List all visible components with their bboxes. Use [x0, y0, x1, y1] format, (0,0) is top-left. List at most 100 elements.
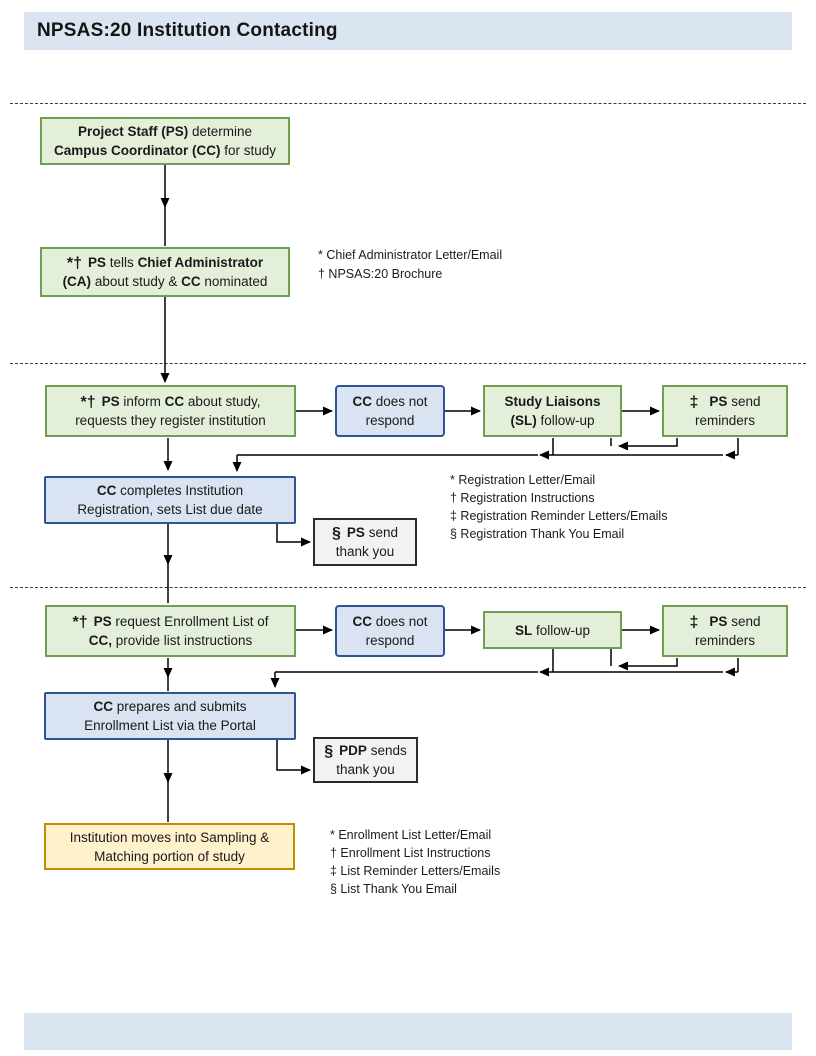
- flow-node-cc-no-respond-2: CC does not respond: [335, 605, 445, 657]
- text-segment: nominated: [200, 274, 268, 289]
- node-text-line: (CA) about study & CC nominated: [63, 272, 268, 291]
- text-segment: inform: [119, 394, 165, 409]
- footnote-line: * Chief Administrator Letter/Email: [318, 248, 503, 262]
- text-segment: completes Institution: [116, 483, 244, 498]
- node-text-line: SL follow-up: [515, 621, 590, 640]
- text-segment: SL: [514, 622, 533, 638]
- text-segment: Matching portion of study: [94, 848, 245, 864]
- node-text-line: reminders: [695, 631, 755, 650]
- footnote-block-registration: * Registration Letter/Email † Registrati…: [450, 471, 667, 543]
- text-segment: send: [727, 614, 761, 629]
- section-separator-2: [10, 363, 806, 364]
- flow-node-ps-inform-cc: *† PS inform CC about study, requests the…: [45, 385, 296, 437]
- footnote-line: § List Thank You Email: [330, 882, 457, 896]
- flow-node-study-liaisons: Study Liaisons (SL) follow-up: [483, 385, 622, 437]
- flow-node-cc-submit-list: CC prepares and submits Enrollment List …: [44, 692, 296, 740]
- text-segment: CC: [352, 394, 372, 409]
- text-segment: send: [727, 394, 761, 409]
- section-separator-3: [10, 587, 806, 588]
- text-segment: Registration, sets List due date: [77, 502, 263, 517]
- text-segment: PS: [346, 525, 365, 540]
- page-title: NPSAS:20 Institution Contacting: [37, 20, 338, 41]
- footnote-symbols: *†: [80, 394, 96, 411]
- flow-node-sl-followup: SL follow-up: [483, 611, 622, 649]
- node-text-line: *† PS inform CC about study,: [81, 392, 261, 411]
- text-segment: reminders: [694, 633, 756, 648]
- node-text-line: Institution moves into Sampling &: [70, 828, 270, 847]
- text-segment: Project Staff (PS): [77, 124, 189, 139]
- text-segment: CC: [164, 394, 185, 409]
- text-segment: sends: [366, 743, 407, 758]
- text-segment: follow-up: [532, 622, 591, 638]
- flow-node-ps-reminders-2: ‡PS send reminders: [662, 605, 788, 657]
- text-segment: reminders: [694, 413, 756, 428]
- footnote-block-admin: * Chief Administrator Letter/Email † NPS…: [318, 246, 502, 284]
- node-text-line: thank you: [336, 760, 395, 779]
- footer-bar: [24, 1013, 792, 1050]
- flow-node-ps-request-list: *† PS request Enrollment List of CC, prov…: [45, 605, 296, 657]
- text-segment: follow-up: [536, 413, 595, 428]
- text-segment: CC: [352, 614, 372, 629]
- text-segment: does not: [371, 614, 428, 629]
- text-segment: (SL): [510, 413, 537, 428]
- text-segment: PS: [101, 394, 120, 409]
- flow-node-cc-registration: CC completes Institution Registration, s…: [44, 476, 296, 524]
- flow-node-tell-chief-admin: *†PS tells Chief Administrator (CA) abou…: [40, 247, 290, 297]
- node-text-line: CC prepares and submits: [93, 697, 246, 716]
- node-text-line: (SL) follow-up: [510, 411, 594, 430]
- footnote-line: * Enrollment List Letter/Email: [330, 828, 492, 842]
- text-segment: determine: [188, 124, 253, 139]
- node-text-line: § PS send: [332, 523, 398, 542]
- node-text-line: Enrollment List via the Portal: [84, 716, 256, 735]
- text-segment: Study Liaisons: [504, 394, 601, 409]
- footnote-line: * Registration Letter/Email: [450, 473, 596, 487]
- node-text-line: Project Staff (PS) determine: [78, 122, 252, 141]
- node-text-line: CC does not: [352, 392, 427, 411]
- node-text-line: ‡PS send: [690, 392, 761, 411]
- node-text-line: CC, provide list instructions: [89, 631, 253, 650]
- text-segment: CC: [181, 274, 201, 289]
- text-segment: for study: [220, 143, 277, 158]
- flow-node-pdp-thank-you: § PDP sends thank you: [313, 737, 418, 783]
- text-segment: about study &: [91, 274, 182, 289]
- text-segment: thank you: [336, 762, 395, 777]
- text-segment: PDP: [339, 743, 367, 758]
- footnote-line: ‡ Registration Reminder Letters/Emails: [450, 509, 668, 523]
- text-segment: send: [364, 525, 398, 540]
- text-segment: prepares and submits: [112, 699, 247, 714]
- text-segment: thank you: [335, 544, 395, 559]
- text-segment: requests they register institution: [75, 413, 266, 428]
- text-segment: PS: [93, 614, 112, 629]
- node-text-line: respond: [366, 411, 415, 430]
- text-segment: Institution moves into Sampling &: [69, 829, 270, 845]
- node-text-line: respond: [366, 631, 415, 650]
- flow-node-ps-thank-you: § PS send thank you: [313, 518, 417, 566]
- header-bar: NPSAS:20 Institution Contacting: [24, 12, 792, 50]
- footnote-symbols: *†: [72, 614, 88, 631]
- text-segment: respond: [365, 633, 415, 648]
- text-segment: PS: [88, 255, 107, 270]
- node-text-line: Registration, sets List due date: [77, 500, 262, 519]
- text-segment: request Enrollment List of: [111, 614, 269, 629]
- flow-node-ps-reminders-1: ‡PS send reminders: [662, 385, 788, 437]
- node-text-line: Matching portion of study: [94, 847, 245, 866]
- node-text-line: Campus Coordinator (CC) for study: [54, 141, 276, 160]
- text-segment: does not: [371, 394, 428, 409]
- section-separator-1: [10, 103, 806, 104]
- text-segment: PS: [709, 614, 728, 629]
- node-text-line: thank you: [336, 542, 395, 561]
- node-text-line: reminders: [695, 411, 755, 430]
- node-text-line: *† PS request Enrollment List of: [73, 612, 269, 631]
- text-segment: about study,: [184, 394, 261, 409]
- flow-node-determine-cc: Project Staff (PS) determine Campus Coor…: [40, 117, 290, 165]
- footnote-symbols: §: [324, 743, 334, 760]
- flow-node-sampling-matching: Institution moves into Sampling & Matchi…: [44, 823, 295, 870]
- footnote-symbols: *†: [66, 255, 83, 272]
- footnote-symbols: §: [332, 525, 341, 542]
- text-segment: Chief Administrator: [137, 255, 264, 270]
- text-segment: respond: [365, 413, 415, 428]
- flow-node-cc-no-respond-1: CC does not respond: [335, 385, 445, 437]
- text-segment: CC: [96, 483, 117, 498]
- footnote-block-enrollment: * Enrollment List Letter/Email † Enrollm…: [330, 826, 500, 898]
